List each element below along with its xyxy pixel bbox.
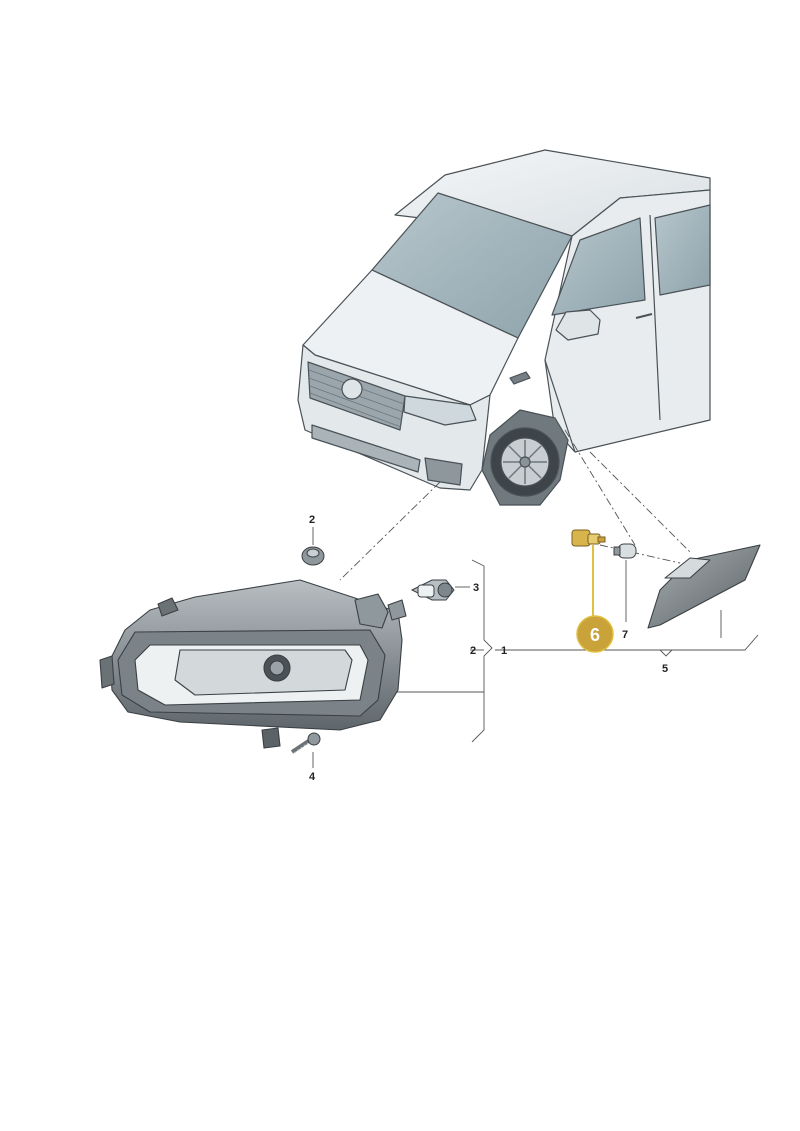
callout-labels: 2 3 2 1 4 5 7 bbox=[309, 514, 668, 783]
callout-4: 4 bbox=[309, 771, 316, 783]
callout-7: 7 bbox=[622, 629, 628, 641]
callout-2-mid: 2 bbox=[470, 645, 476, 657]
side-mirror bbox=[555, 309, 601, 341]
callout-5: 5 bbox=[662, 663, 668, 675]
side-marker-lamp[interactable] bbox=[647, 544, 761, 629]
callout-3: 3 bbox=[473, 582, 479, 594]
callout-2-top: 2 bbox=[309, 514, 315, 526]
bulb-socket-highlighted[interactable] bbox=[571, 529, 606, 547]
side-marker-bulb[interactable] bbox=[613, 543, 637, 559]
leader-lines bbox=[312, 429, 759, 768]
van-illustration bbox=[297, 149, 711, 506]
grommet-part[interactable] bbox=[301, 546, 325, 566]
highlight-badge-number: 6 bbox=[590, 625, 600, 645]
fog-lamp-assembly[interactable] bbox=[99, 579, 407, 749]
callout-1: 1 bbox=[501, 645, 507, 657]
headlight bbox=[403, 395, 477, 426]
fog-lamp-position bbox=[424, 457, 463, 486]
highlight-badge bbox=[576, 615, 614, 653]
fog-lamp-bulb[interactable] bbox=[410, 579, 455, 601]
highlight-callout-6[interactable]: 6 bbox=[576, 615, 614, 653]
screw-part[interactable] bbox=[290, 732, 321, 754]
side-marker-location bbox=[509, 371, 531, 385]
